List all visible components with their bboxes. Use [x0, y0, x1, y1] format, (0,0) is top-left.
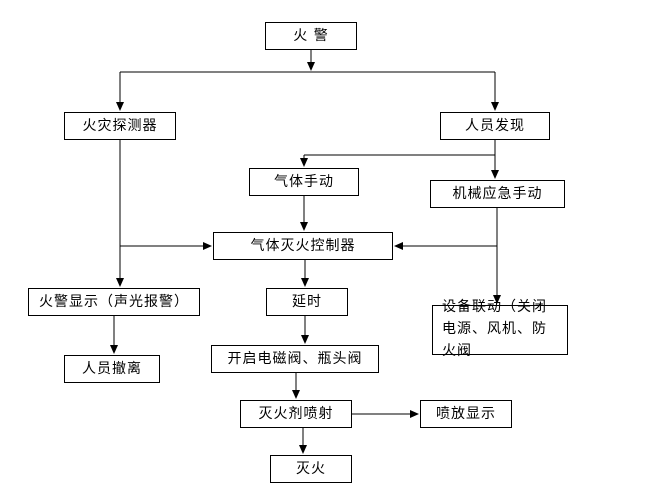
- node-open-valves: 开启电磁阀、瓶头阀: [211, 345, 379, 373]
- node-gas-controller: 气体灭火控制器: [213, 232, 393, 260]
- node-agent-discharge: 灭火剂喷射: [240, 400, 352, 428]
- node-gas-manual: 气体手动: [249, 168, 359, 196]
- node-delay: 延时: [266, 288, 348, 316]
- node-personnel-evacuation: 人员撤离: [64, 355, 160, 383]
- node-personnel-discovery: 人员发现: [440, 112, 550, 140]
- node-equipment-linkage: 设备联动（关闭电源、风机、防火阀: [432, 299, 568, 359]
- node-fire-alarm: 火 警: [265, 22, 357, 50]
- node-extinguish: 灭火: [270, 455, 352, 483]
- node-discharge-display: 喷放显示: [420, 400, 512, 428]
- node-fire-detector: 火灾探测器: [64, 112, 176, 140]
- node-mechanical-emergency: 机械应急手动: [430, 180, 565, 208]
- node-fire-alarm-display: 火警显示（声光报警）: [28, 288, 200, 316]
